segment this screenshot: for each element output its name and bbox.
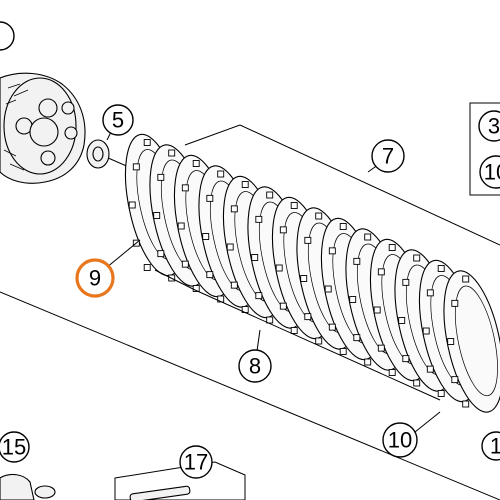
plate-tab	[304, 313, 312, 321]
svg-text:10: 10	[388, 428, 412, 453]
callout-top-left	[0, 21, 15, 51]
callout-9-highlighted[interactable]: 9	[75, 258, 115, 298]
plate-tab	[266, 316, 274, 324]
callout-8: 8	[238, 349, 272, 383]
svg-text:10: 10	[484, 160, 500, 185]
callout-15: 15	[0, 431, 30, 463]
plate-tab	[230, 281, 238, 289]
bearing-part	[86, 139, 110, 169]
plate-tab	[377, 344, 385, 352]
plate-tab	[462, 400, 470, 408]
plate-tab	[373, 306, 381, 314]
plate-tab	[304, 236, 312, 244]
plate-tab	[377, 268, 385, 276]
svg-text:7: 7	[382, 144, 394, 169]
plate-tab	[192, 285, 200, 292]
callout-10: 10	[382, 422, 418, 458]
callout-bottom-right: 1	[481, 431, 500, 461]
plate-tab	[437, 390, 445, 397]
plate-tab	[388, 244, 396, 251]
callout-right-top: 3	[478, 110, 500, 142]
plate-tab	[206, 194, 214, 202]
plate-tab	[181, 260, 189, 268]
plate-tab	[143, 139, 151, 146]
plate-tab	[230, 205, 238, 213]
lower-pack-frame	[154, 269, 441, 401]
plate-tab	[339, 223, 347, 230]
plate-tab	[192, 160, 200, 167]
plate-tab	[364, 233, 372, 241]
svg-text:9: 9	[89, 266, 101, 291]
plate-tab	[402, 355, 410, 363]
plate-tab	[251, 254, 259, 261]
plate-tab	[177, 222, 185, 230]
plate-tab	[279, 226, 287, 234]
plate-tab	[132, 163, 140, 171]
plate-tab	[300, 275, 308, 282]
plate-tab	[353, 334, 361, 342]
plate-tab	[339, 348, 347, 355]
svg-text:3: 3	[488, 114, 500, 139]
plate-tab	[157, 250, 165, 258]
svg-text:15: 15	[2, 435, 26, 460]
plate-tab	[279, 302, 287, 310]
plate-tab	[217, 170, 225, 178]
plate-tab	[413, 254, 421, 262]
plate-tab	[202, 233, 210, 240]
plate-tab	[153, 212, 161, 219]
plate-tab	[266, 191, 274, 199]
plate-tab	[290, 202, 298, 209]
plate-tab	[398, 317, 406, 324]
plate-tab	[413, 379, 421, 387]
plate-tab	[206, 271, 214, 279]
callout-7: 7	[371, 139, 405, 173]
plate-tab	[181, 184, 189, 192]
svg-text:17: 17	[184, 450, 208, 475]
plate-tab	[388, 369, 396, 376]
plate-tab	[241, 181, 249, 188]
plate-tab	[328, 323, 336, 331]
plate-tab	[226, 243, 234, 251]
callout-5: 5	[102, 104, 134, 136]
clutch-plate-stack	[124, 133, 500, 413]
plate-tab	[290, 327, 298, 334]
plate-tab	[426, 365, 434, 373]
plate-tab	[451, 376, 459, 384]
plate-tab	[157, 173, 165, 181]
plate-tab	[315, 337, 323, 345]
bottom-parts	[0, 461, 246, 500]
plate-tab	[447, 338, 455, 345]
plate-tab	[128, 201, 136, 209]
plate-tab	[255, 215, 263, 223]
plate-tab	[275, 264, 283, 272]
plate-tab	[143, 264, 151, 271]
plate-tab	[168, 149, 176, 157]
plate-tab	[315, 212, 323, 220]
plate-tab	[426, 289, 434, 297]
svg-text:1: 1	[490, 434, 500, 459]
plate-tab	[437, 265, 445, 272]
plate-tab	[328, 247, 336, 255]
svg-text:8: 8	[249, 354, 261, 379]
plate-tab	[353, 257, 361, 265]
plate-tab	[255, 292, 263, 300]
upper-pack-frame	[184, 124, 500, 246]
plate-tab	[422, 327, 430, 335]
callout-right-mid: 10	[479, 155, 500, 189]
clutch-plate	[443, 270, 500, 413]
plate-tab	[364, 358, 372, 366]
plate-tab	[402, 278, 410, 286]
clutch-hub	[0, 72, 86, 184]
plate-tab	[324, 285, 332, 293]
plate-tab	[349, 296, 357, 303]
callout-17: 17	[179, 445, 213, 479]
svg-text:5: 5	[112, 108, 124, 133]
plate-tab	[462, 275, 470, 283]
plate-tab	[451, 299, 459, 307]
